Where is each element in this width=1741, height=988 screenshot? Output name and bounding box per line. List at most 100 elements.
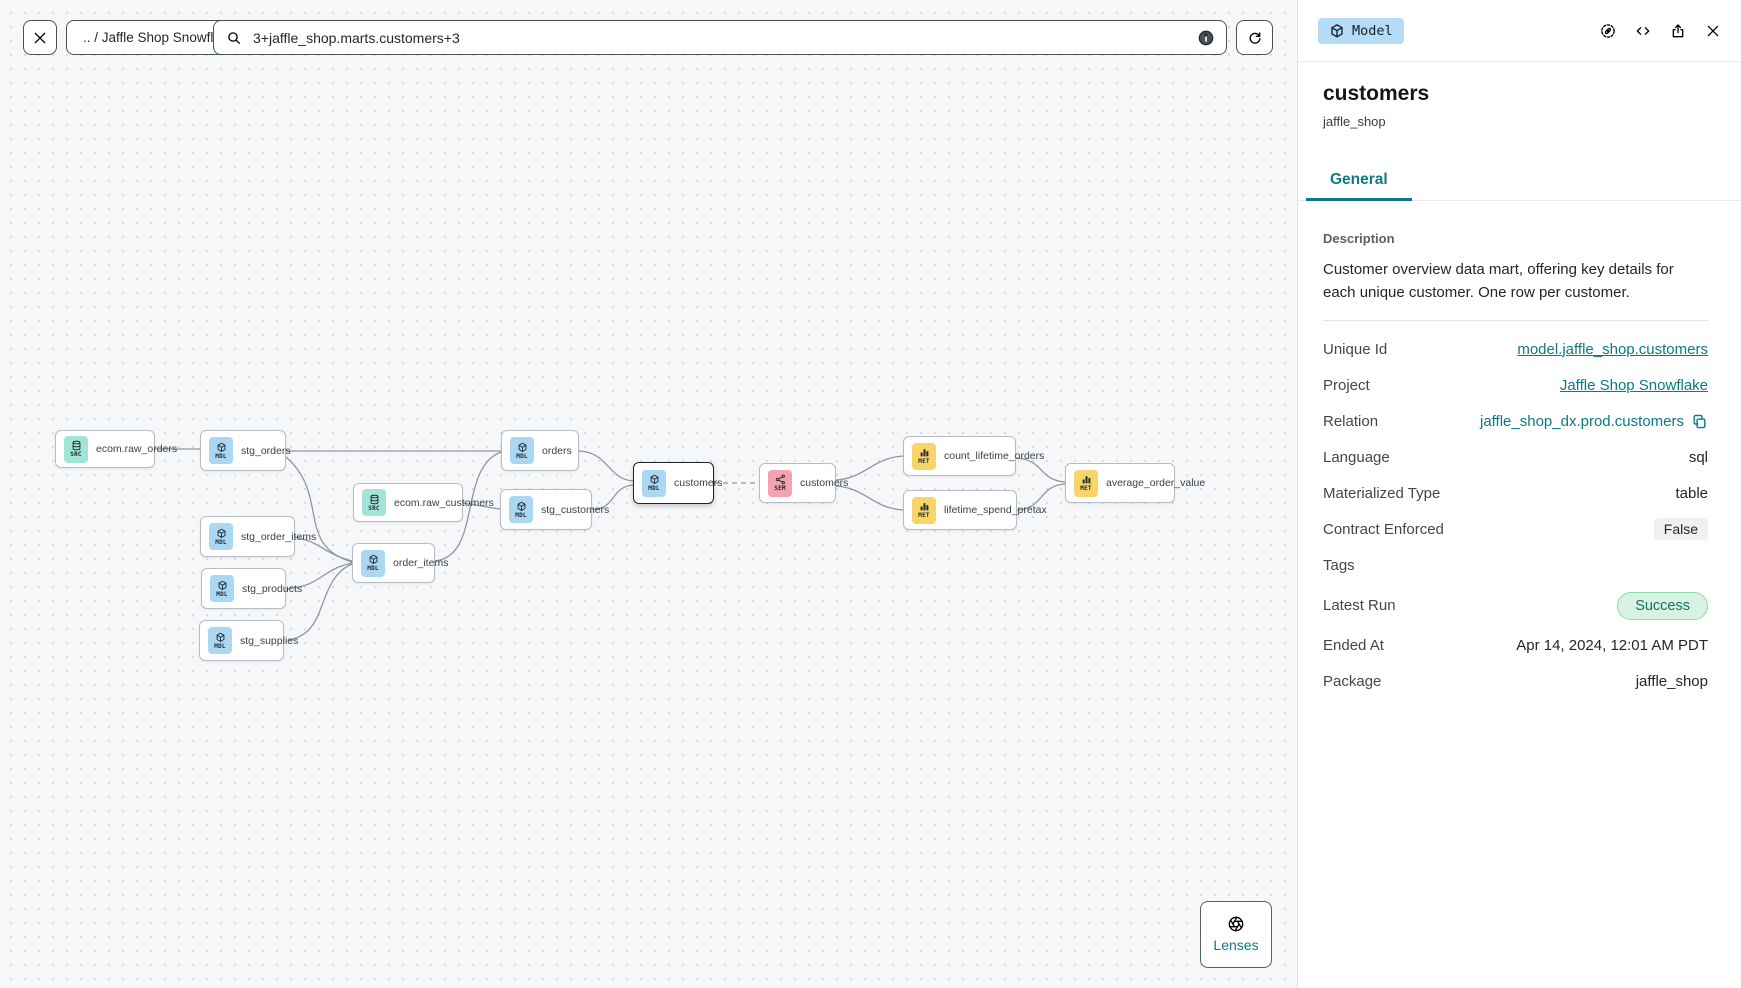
- field-value: jaffle_shop_dx.prod.customers: [1480, 413, 1708, 430]
- lineage-selector-bar[interactable]: [213, 20, 1227, 55]
- close-panel-icon[interactable]: [1705, 23, 1721, 39]
- node-type-label: MET: [918, 512, 930, 519]
- field-row-project: Project Jaffle Shop Snowflake: [1323, 367, 1708, 403]
- field-value: Success: [1617, 591, 1708, 620]
- field-value: Jaffle Shop Snowflake: [1560, 377, 1708, 394]
- field-label: Project: [1323, 376, 1370, 394]
- info-icon[interactable]: [1198, 30, 1214, 46]
- cube-icon: MDL: [361, 549, 385, 577]
- field-value: False: [1653, 517, 1708, 540]
- bar-chart-icon: MET: [1074, 469, 1098, 497]
- share-icon[interactable]: [1670, 23, 1686, 39]
- cube-icon: MDL: [209, 437, 233, 464]
- node-type-label: MDL: [648, 485, 660, 492]
- graph-node-customers[interactable]: MDL customers: [633, 462, 722, 504]
- lineage-edge: [578, 450, 634, 482]
- graph-node-ecom-raw-orders[interactable]: SRC ecom.raw_orders: [55, 430, 177, 468]
- node-type-label: SRC: [368, 504, 380, 512]
- field-value: model.jaffle_shop.customers: [1517, 341, 1708, 358]
- field-value: Apr 14, 2024, 12:01 AM PDT: [1516, 636, 1708, 654]
- field-label: Ended At: [1323, 636, 1384, 654]
- node-label: count_lifetime_orders: [944, 450, 1045, 462]
- node-label: stg_products: [242, 582, 303, 595]
- node-label: average_order_value: [1106, 477, 1206, 489]
- description-label: Description: [1323, 231, 1395, 247]
- field-row-tags: Tags: [1323, 547, 1708, 583]
- resource-type-badge-label: Model: [1352, 22, 1393, 39]
- cube-icon: MDL: [642, 469, 666, 497]
- node-type-label: MDL: [216, 590, 228, 598]
- node-type-label: MET: [1080, 485, 1092, 492]
- compass-explore-icon[interactable]: [1600, 23, 1616, 39]
- contract-enforced-chip: False: [1653, 517, 1708, 540]
- close-lineage-button[interactable]: [23, 20, 57, 55]
- node-label: stg_orders: [241, 444, 291, 457]
- field-value-link[interactable]: model.jaffle_shop.customers: [1517, 340, 1708, 358]
- field-row-contract-enforced: Contract Enforced False: [1323, 511, 1708, 547]
- graph-node-stg-products[interactable]: MDL stg_products: [201, 568, 302, 609]
- field-label: Materialized Type: [1323, 484, 1441, 502]
- refresh-lineage-button[interactable]: [1236, 20, 1273, 55]
- node-label: ecom.raw_orders: [96, 443, 178, 455]
- aperture-icon: [1228, 916, 1244, 932]
- lineage-edge: [287, 563, 353, 641]
- field-label: Contract Enforced: [1323, 520, 1444, 538]
- node-type-label: MET: [918, 458, 930, 465]
- panel-header-icons: [1600, 23, 1721, 39]
- code-icon[interactable]: [1635, 23, 1651, 39]
- graph-node-average-order-value[interactable]: MET average_order_value: [1065, 463, 1205, 503]
- field-label: Latest Run: [1323, 596, 1396, 614]
- cube-icon: MDL: [510, 437, 534, 464]
- field-row-ended-at: Ended At Apr 14, 2024, 12:01 AM PDT: [1323, 627, 1708, 663]
- refresh-icon: [1247, 30, 1263, 46]
- graph-node-stg-customers[interactable]: MDL stg_customers: [500, 489, 609, 530]
- field-label: Tags: [1323, 556, 1355, 574]
- tab-general[interactable]: General: [1306, 163, 1412, 202]
- cube-icon: MDL: [209, 523, 233, 550]
- graph-node-count-lifetime-orders[interactable]: MET count_lifetime_orders: [903, 436, 1044, 476]
- node-type-label: MDL: [215, 452, 227, 460]
- node-label: stg_customers: [541, 503, 610, 516]
- lineage-edge: [835, 485, 904, 511]
- panel-body: customers jaffle_shop General Descriptio…: [1298, 62, 1741, 699]
- cube-icon: MDL: [210, 575, 234, 602]
- panel-header-row: Model: [1298, 0, 1741, 62]
- field-value-link[interactable]: Jaffle Shop Snowflake: [1559, 376, 1708, 394]
- bar-chart-icon: MET: [912, 442, 936, 470]
- breadcrumb-label: .. / Jaffle Shop Snowflake: [83, 30, 236, 45]
- lineage-edge: [285, 456, 353, 563]
- panel-tabs: General: [1298, 163, 1741, 202]
- node-type-label: MDL: [215, 538, 227, 546]
- node-label: customers: [800, 477, 849, 489]
- database-icon: SRC: [64, 435, 88, 463]
- close-icon: [32, 30, 48, 46]
- node-type-label: SEM: [774, 485, 786, 492]
- lenses-button-label: Lenses: [1213, 937, 1259, 953]
- field-value: table: [1675, 484, 1708, 502]
- node-type-label: MDL: [516, 452, 528, 460]
- cube-icon: MDL: [509, 496, 533, 523]
- database-icon: SRC: [362, 489, 386, 516]
- field-label: Language: [1323, 448, 1390, 466]
- resource-details-panel: Model customers jaffle_shop General Desc…: [1297, 0, 1741, 988]
- search-icon: [226, 30, 242, 46]
- lenses-button[interactable]: Lenses: [1200, 901, 1272, 968]
- copy-icon[interactable]: [1691, 413, 1708, 430]
- graph-node-stg-orders[interactable]: MDL stg_orders: [200, 430, 291, 471]
- node-label: customers: [674, 477, 723, 489]
- graph-node-customers-semantic[interactable]: SEM customers: [759, 463, 848, 503]
- share-nodes-icon: SEM: [768, 469, 792, 497]
- lineage-selector-input[interactable]: [251, 28, 1189, 47]
